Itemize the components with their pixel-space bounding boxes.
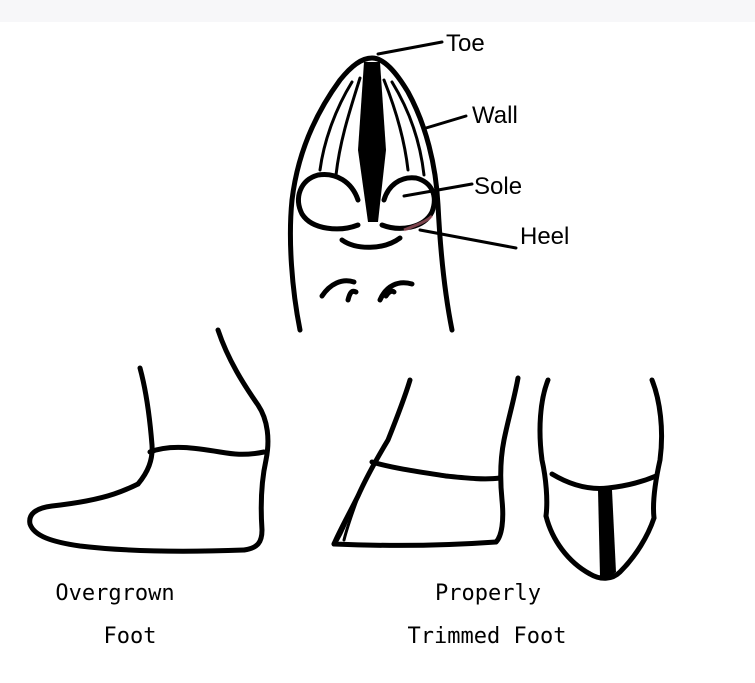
- overgrown-hairline: [150, 447, 264, 454]
- trimmed-front-hairline: [552, 474, 656, 488]
- wall-leader: [426, 116, 466, 128]
- overgrown-leg-front: [218, 330, 268, 550]
- trimmed-foot-side: [334, 378, 518, 545]
- dew-claw-right: [380, 283, 412, 300]
- overgrown-leg-back: [138, 368, 152, 484]
- overgrown-caption-line2: Foot: [104, 624, 157, 649]
- toe-label: Toe: [446, 30, 485, 57]
- sole-label: Sole: [474, 173, 522, 200]
- overgrown-foot: [30, 330, 268, 551]
- left-sole-pad: [299, 174, 358, 228]
- trimmed-caption-line1: Properly: [435, 581, 541, 606]
- heel-label: Heel: [520, 223, 569, 250]
- trimmed-side-hoof: [334, 520, 496, 545]
- foot-bottom-view: [290, 58, 452, 330]
- left-inner-wall: [320, 78, 360, 175]
- overgrown-caption-line1: Overgrown: [55, 581, 174, 606]
- trimmed-front-leg-left: [540, 380, 548, 516]
- right-inner-wall: [384, 80, 424, 175]
- heel-curve: [342, 238, 400, 247]
- trimmed-front-leg-right: [652, 380, 662, 518]
- wall-label: Wall: [472, 102, 518, 129]
- trimmed-front-cleft: [598, 490, 616, 578]
- toe-leader: [378, 42, 442, 54]
- overgrown-hoof-sole: [30, 484, 244, 551]
- dew-claw-left: [322, 281, 356, 300]
- trimmed-side-hairline: [372, 462, 500, 479]
- trimmed-caption-line2: Trimmed Foot: [408, 624, 567, 649]
- top-band: [0, 0, 755, 22]
- trimmed-side-leg-front: [496, 378, 518, 542]
- heel-tint: [404, 216, 432, 230]
- heel-leader: [420, 230, 516, 248]
- center-cleft: [358, 62, 386, 222]
- trimmed-foot-front: [540, 380, 662, 578]
